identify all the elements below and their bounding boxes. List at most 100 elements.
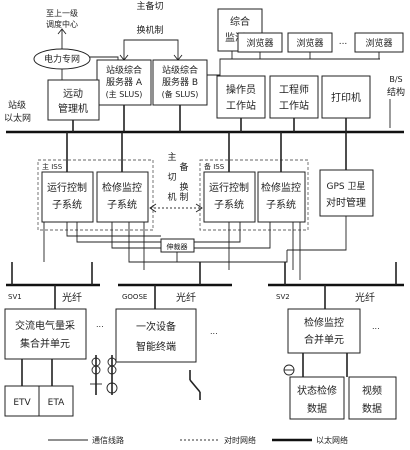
merge-maint-line2: 合并单元 — [304, 333, 344, 346]
vt-symbol — [106, 355, 118, 395]
backup-run-ctrl-line2: 子系统 — [214, 198, 244, 211]
backup-maint-box[interactable]: 检修监控 子系统 — [257, 171, 306, 223]
wire-2 — [76, 222, 161, 243]
browser-4-label: 浏览器 — [365, 37, 392, 49]
fiber-label-2: 光纤 — [176, 291, 196, 304]
browser-4[interactable]: 浏览器 — [354, 32, 404, 53]
ct-symbol — [90, 355, 102, 395]
dispatch-label-2: 调度中心 — [46, 19, 78, 29]
main-iss-tag: 主 ISS — [42, 162, 63, 171]
gps-sync-link — [287, 216, 347, 251]
server-b-line1: 站级综合 — [162, 64, 198, 76]
switch-mid-arrow-right — [195, 203, 203, 213]
backup-run-ctrl-box[interactable]: 运行控制 子系统 — [203, 171, 256, 223]
gps-line1: GPS 卫星 — [327, 181, 366, 192]
goose-label: GOOSE — [122, 293, 147, 301]
backup-maint-line1: 检修监控 — [261, 181, 301, 194]
main-maint-line2: 子系统 — [107, 198, 137, 211]
backup-maint-line2: 子系统 — [266, 198, 296, 211]
eta-box[interactable]: ETA — [38, 385, 74, 417]
server-b-line3: (备 SLUS) — [162, 89, 199, 99]
backup-run-ctrl-line1: 运行控制 — [209, 181, 249, 194]
remote-line2: 管理机 — [58, 102, 88, 115]
video-line1: 视频 — [362, 384, 382, 397]
gps-box[interactable]: GPS 卫星 对时管理 — [319, 169, 374, 217]
server-a-line1: 站级综合 — [106, 64, 142, 76]
server-a-line3: (主 SLUS) — [106, 89, 143, 99]
fiber-label-1: 光纤 — [62, 291, 82, 304]
monitor-line1: 综合 — [230, 15, 250, 28]
breaker-symbol — [189, 370, 201, 400]
server-b-box[interactable]: 站级综合 服务器 B (备 SLUS) — [152, 59, 208, 106]
legend-comm-label: 通信线路 — [92, 435, 124, 445]
remote-manager-box[interactable]: 远动 管理机 — [47, 79, 100, 121]
browser-2-label: 浏览器 — [296, 37, 323, 49]
merge-maint-line1: 检修监控 — [304, 316, 344, 329]
server-a-box[interactable]: 站级综合 服务器 A (主 SLUS) — [96, 59, 152, 106]
wire-3 — [111, 222, 161, 249]
status-data-box[interactable]: 状态检修 数据 — [289, 376, 345, 420]
status-line1: 状态检修 — [297, 384, 337, 397]
smart-terminal-box[interactable]: 一次设备 智能终端 — [115, 308, 197, 363]
gps-line2: 对时管理 — [326, 196, 366, 209]
sync-device-box[interactable]: 伸裁器 — [160, 238, 195, 253]
switch-mid-4: 换 — [179, 181, 188, 193]
sensor-symbol — [283, 364, 295, 376]
legend-eth-label: 以太网络 — [316, 435, 348, 445]
dispatch-label-1: 至上一级 — [46, 8, 78, 18]
etv-label: ETV — [13, 398, 31, 408]
main-maint-box[interactable]: 检修监控 子系统 — [96, 171, 149, 223]
switch-label-1: 主备切 — [136, 0, 163, 12]
browser-1[interactable]: 浏览器 — [237, 32, 283, 53]
legend-sync-label: 对时网络 — [224, 435, 256, 445]
browser-1-label: 浏览器 — [246, 37, 273, 49]
server-a-line2: 服务器 A — [106, 76, 143, 88]
eta-label: ETA — [48, 398, 65, 408]
operator-line2: 工作站 — [226, 99, 256, 112]
main-run-ctrl-box[interactable]: 运行控制 子系统 — [41, 171, 94, 223]
video-line2: 数据 — [362, 402, 382, 415]
sv1-label: SV1 — [8, 293, 22, 301]
sv2-label: SV2 — [276, 293, 290, 301]
browser-ellipsis: ... — [339, 37, 348, 47]
switch-bracket — [123, 39, 179, 60]
switch-mid-2: 备 — [179, 161, 188, 173]
switch-mid-arrow-left — [149, 203, 157, 213]
power-net-label: 电力专网 — [44, 53, 80, 65]
fiber-label-3: 光纤 — [355, 291, 375, 304]
engineer-line2: 工作站 — [279, 99, 309, 112]
etv-box[interactable]: ETV — [4, 385, 40, 417]
dispatch-arrow — [57, 28, 67, 35]
remote-line1: 远动 — [63, 88, 83, 100]
main-run-ctrl-line2: 子系统 — [52, 198, 82, 211]
printer-label: 打印机 — [331, 91, 361, 104]
engineer-station-box[interactable]: 工程师 工作站 — [269, 75, 319, 119]
merge-ac-dots: ... — [96, 320, 104, 329]
switch-label-2: 换机制 — [136, 24, 163, 36]
switch-mid-3: 切 — [167, 172, 176, 183]
switch-mid-5: 机 — [167, 191, 176, 203]
main-run-ctrl-line1: 运行控制 — [47, 181, 87, 194]
printer-box[interactable]: 打印机 — [321, 75, 371, 119]
merge-maint-dots: ... — [372, 322, 380, 331]
video-data-box[interactable]: 视频 数据 — [348, 376, 397, 420]
merge-ac-line2: 集合并单元 — [20, 337, 70, 350]
smart-term-dots: ... — [210, 327, 218, 336]
station-net-label-1: 站级 — [8, 99, 26, 111]
switch-mid-6: 制 — [179, 191, 188, 203]
sync-device-label: 伸裁器 — [167, 242, 188, 251]
wire-4 — [194, 222, 241, 243]
server-b-line2: 服务器 B — [162, 76, 198, 88]
operator-station-box[interactable]: 操作员 工作站 — [216, 75, 266, 119]
wire-1 — [66, 222, 161, 237]
engineer-line1: 工程师 — [279, 83, 309, 96]
smart-term-line1: 一次设备 — [136, 320, 176, 333]
bs-label-1: B/S — [389, 75, 402, 84]
browser-2[interactable]: 浏览器 — [287, 32, 333, 53]
switch-mid-1: 主 — [167, 151, 176, 163]
operator-line1: 操作员 — [226, 83, 256, 96]
merge-maint-box[interactable]: 检修监控 合并单元 — [287, 308, 361, 354]
merge-ac-box[interactable]: 交流电气量采 集合并单元 — [4, 308, 87, 360]
